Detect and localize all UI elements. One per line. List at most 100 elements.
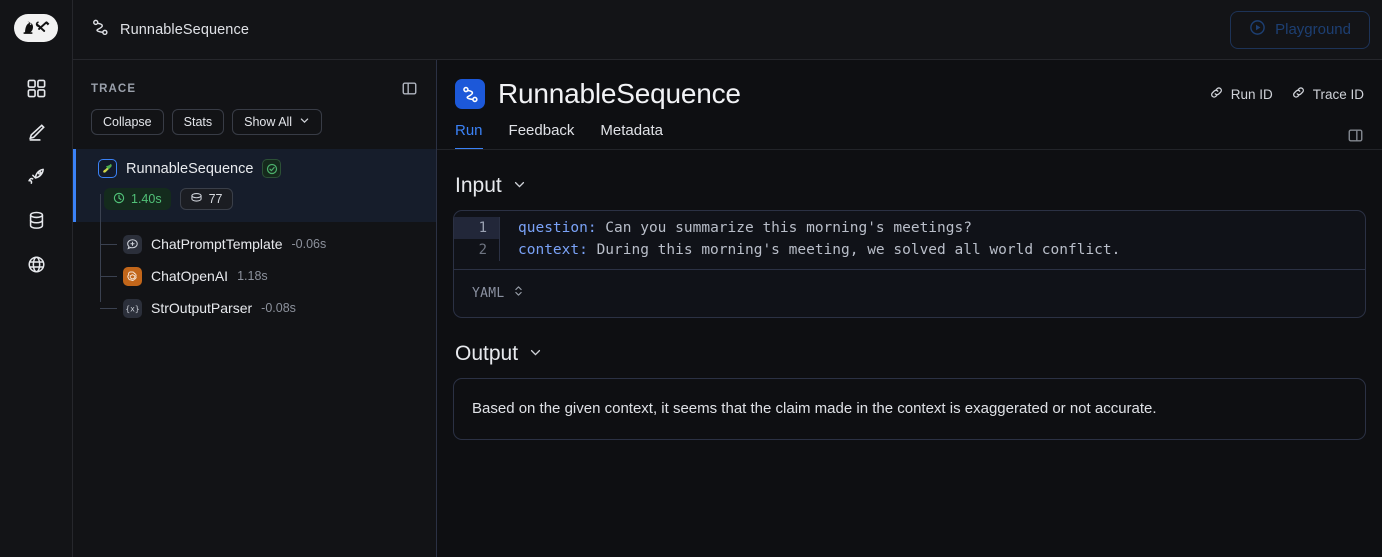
breadcrumb[interactable]: RunnableSequence bbox=[91, 18, 249, 42]
database-icon bbox=[26, 210, 47, 231]
rail-item-dashboard[interactable] bbox=[16, 68, 56, 108]
openai-icon bbox=[123, 266, 142, 286]
trace-toolbar: Collapse Stats Show All bbox=[91, 109, 418, 135]
tree-connector-elbow bbox=[100, 308, 117, 309]
yaml-value: Can you summarize this morning's meeting… bbox=[596, 220, 972, 236]
line-number: 2 bbox=[454, 239, 500, 261]
trace-id-label: Trace ID bbox=[1312, 86, 1364, 102]
svg-text:{x}: {x} bbox=[125, 304, 139, 313]
tabs-divider bbox=[437, 149, 1382, 150]
tree-node-runnablesequence[interactable]: RunnableSequence bbox=[73, 149, 436, 222]
chat-bubble-plus-icon bbox=[123, 234, 142, 254]
link-icon bbox=[1209, 85, 1224, 103]
trace-id-link[interactable]: Trace ID bbox=[1291, 85, 1364, 103]
run-id-label: Run ID bbox=[1230, 86, 1273, 102]
breadcrumb-label: RunnableSequence bbox=[120, 21, 249, 38]
stats-button[interactable]: Stats bbox=[171, 109, 225, 135]
tree-node-duration: -0.08s bbox=[261, 301, 296, 315]
show-all-label: Show All bbox=[244, 115, 293, 129]
duration-value: 1.40s bbox=[131, 192, 162, 206]
tab-metadata[interactable]: Metadata bbox=[600, 122, 663, 139]
panel-left-icon[interactable] bbox=[401, 80, 418, 97]
grid-icon bbox=[26, 78, 47, 99]
format-label: YAML bbox=[472, 286, 505, 301]
run-id-links: Run ID Trace ID bbox=[1209, 85, 1364, 103]
input-section: Input 1 question: Can you summarize this… bbox=[437, 174, 1382, 318]
play-circle-icon bbox=[1249, 19, 1266, 40]
duration-badge: 1.40s bbox=[104, 188, 171, 210]
tokens-icon bbox=[190, 192, 203, 206]
code-line-text: question: Can you summarize this morning… bbox=[500, 217, 972, 239]
tree-node-label: StrOutputParser bbox=[151, 300, 253, 316]
code-line: 1 question: Can you summarize this morni… bbox=[454, 217, 1365, 239]
collapse-button[interactable]: Collapse bbox=[91, 109, 164, 135]
tree-node-duration: 1.18s bbox=[237, 269, 268, 283]
output-text-box[interactable]: Based on the given context, it seems tha… bbox=[453, 378, 1366, 440]
input-codeblock[interactable]: 1 question: Can you summarize this morni… bbox=[453, 210, 1366, 318]
tree-node-label: RunnableSequence bbox=[126, 160, 254, 177]
langsmith-parrot-tools-logo[interactable] bbox=[14, 14, 58, 42]
check-circle-icon bbox=[262, 159, 282, 178]
yaml-value: During this morning's meeting, we solved… bbox=[587, 242, 1121, 258]
tree-children: ChatPromptTemplate -0.06s ChatOpenAI 1.1… bbox=[73, 194, 436, 324]
yaml-key: context: bbox=[518, 242, 588, 258]
trace-panel: TRACE Collapse Stats Show All bbox=[73, 60, 437, 557]
run-detail-panel: RunnableSequence Run ID bbox=[437, 60, 1382, 557]
left-nav-rail bbox=[0, 0, 73, 557]
tree-connector-elbow bbox=[100, 276, 117, 277]
top-bar: RunnableSequence Playground bbox=[73, 0, 1382, 60]
playground-label: Playground bbox=[1275, 21, 1351, 38]
input-heading-label: Input bbox=[455, 174, 502, 197]
code-lines: 1 question: Can you summarize this morni… bbox=[454, 211, 1365, 269]
code-line-text: context: During this morning's meeting, … bbox=[500, 239, 1120, 261]
output-heading-label: Output bbox=[455, 342, 519, 365]
tree-node-chatopenai[interactable]: ChatOpenAI 1.18s bbox=[73, 260, 436, 292]
input-heading[interactable]: Input bbox=[455, 174, 1366, 198]
rail-item-hub[interactable] bbox=[16, 244, 56, 284]
tree-node-label: ChatPromptTemplate bbox=[151, 236, 283, 252]
tree-node-label: ChatOpenAI bbox=[151, 268, 229, 284]
chevron-down-icon bbox=[299, 115, 310, 129]
globe-icon bbox=[26, 254, 47, 275]
sequence-icon bbox=[455, 79, 485, 109]
braces-x-icon: {x} bbox=[123, 298, 142, 318]
code-format-selector[interactable]: YAML bbox=[454, 269, 1365, 317]
tab-feedback[interactable]: Feedback bbox=[508, 122, 575, 139]
pencil-icon bbox=[26, 122, 47, 143]
rail-item-annotate[interactable] bbox=[16, 112, 56, 152]
rocket-icon bbox=[26, 166, 47, 187]
chevron-down-icon bbox=[512, 174, 527, 198]
tokens-value: 77 bbox=[208, 192, 223, 206]
yaml-key: question: bbox=[518, 220, 597, 236]
output-heading[interactable]: Output bbox=[455, 342, 1366, 366]
stats-label: Stats bbox=[183, 115, 213, 129]
output-text: Based on the given context, it seems tha… bbox=[472, 400, 1157, 417]
chevron-down-icon bbox=[528, 342, 543, 366]
show-all-button[interactable]: Show All bbox=[232, 109, 323, 135]
trace-tree: RunnableSequence bbox=[73, 149, 436, 324]
tree-node-stroutputparser[interactable]: {x} StrOutputParser -0.08s bbox=[73, 292, 436, 324]
tree-connector-line bbox=[100, 194, 101, 302]
playground-button[interactable]: Playground bbox=[1230, 10, 1370, 49]
output-section: Output Based on the given context, it se… bbox=[437, 342, 1382, 440]
tree-node-chatprompttemplate[interactable]: ChatPromptTemplate -0.06s bbox=[73, 228, 436, 260]
clock-icon bbox=[113, 192, 125, 207]
langchain-parrot-icon bbox=[98, 159, 117, 178]
run-id-link[interactable]: Run ID bbox=[1209, 85, 1273, 103]
panel-right-icon[interactable] bbox=[1347, 127, 1364, 150]
run-tabs: Run Feedback Metadata bbox=[437, 122, 1382, 150]
line-number: 1 bbox=[454, 217, 500, 239]
code-line: 2 context: During this morning's meeting… bbox=[454, 239, 1365, 261]
page-title: RunnableSequence bbox=[498, 78, 741, 109]
trace-panel-header: TRACE Collapse Stats Show All bbox=[73, 60, 436, 135]
collapse-label: Collapse bbox=[103, 115, 152, 129]
sequence-icon bbox=[91, 18, 110, 42]
link-icon bbox=[1291, 85, 1306, 103]
tab-run[interactable]: Run bbox=[455, 122, 483, 150]
trace-panel-title: TRACE bbox=[91, 82, 137, 95]
tree-node-badges: 1.40s 77 bbox=[104, 188, 436, 210]
tree-node-duration: -0.06s bbox=[291, 237, 327, 251]
rail-item-datasets[interactable] bbox=[16, 200, 56, 240]
rail-item-deployments[interactable] bbox=[16, 156, 56, 196]
